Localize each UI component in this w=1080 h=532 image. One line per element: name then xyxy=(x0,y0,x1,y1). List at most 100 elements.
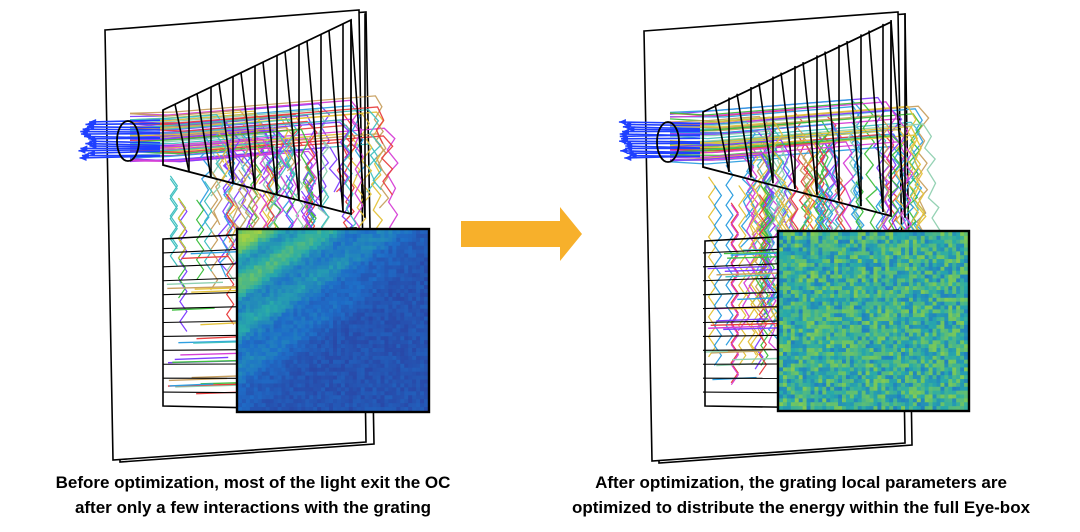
energy-cell xyxy=(388,332,393,337)
energy-cell xyxy=(281,363,287,369)
energy-cell xyxy=(818,313,823,318)
energy-cell xyxy=(388,395,393,400)
energy-cell xyxy=(885,270,890,276)
energy-cell xyxy=(376,312,382,318)
energy-cell xyxy=(372,363,378,369)
energy-cell xyxy=(238,292,243,298)
energy-cell xyxy=(853,313,859,318)
energy-cell xyxy=(905,402,910,407)
energy-cell xyxy=(424,312,428,318)
energy-cell xyxy=(893,239,898,245)
energy-cell xyxy=(924,309,930,314)
energy-cell xyxy=(329,300,334,306)
energy-cell xyxy=(834,332,839,338)
grating-line xyxy=(714,104,730,172)
energy-cell xyxy=(400,277,405,282)
energy-cell xyxy=(257,348,263,353)
energy-cell xyxy=(948,390,953,396)
energy-cell xyxy=(853,247,859,252)
energy-cell xyxy=(336,277,342,282)
energy-cell xyxy=(782,309,788,314)
energy-cell xyxy=(916,336,922,341)
energy-cell xyxy=(257,367,263,373)
energy-cell xyxy=(873,344,879,349)
energy-cell xyxy=(277,359,283,365)
energy-cell xyxy=(956,266,961,272)
energy-cell xyxy=(348,312,354,318)
energy-cell xyxy=(869,266,875,272)
energy-cell xyxy=(352,348,358,353)
energy-cell xyxy=(238,403,243,408)
energy-cell xyxy=(814,367,819,372)
energy-cell xyxy=(281,300,287,306)
energy-cell xyxy=(321,371,326,377)
energy-cell xyxy=(952,355,957,361)
energy-cell xyxy=(881,321,886,326)
energy-cell xyxy=(408,292,413,298)
energy-cell xyxy=(253,277,259,282)
energy-cell xyxy=(853,386,859,392)
energy-cell xyxy=(301,292,306,298)
energy-cell xyxy=(893,371,898,376)
energy-cell xyxy=(779,293,784,299)
energy-cell xyxy=(412,292,417,298)
energy-cell xyxy=(241,308,247,314)
energy-cell xyxy=(873,301,879,307)
energy-cell xyxy=(924,286,930,291)
energy-cell xyxy=(257,277,263,282)
energy-cell xyxy=(779,297,784,303)
energy-cell xyxy=(396,253,401,259)
energy-cell xyxy=(293,403,298,408)
energy-cell xyxy=(289,257,295,263)
energy-cell xyxy=(368,304,374,310)
energy-cell xyxy=(400,379,405,385)
energy-cell xyxy=(404,320,409,326)
energy-cell xyxy=(830,375,835,380)
energy-cell xyxy=(806,355,812,361)
energy-cell xyxy=(912,278,918,283)
energy-cell xyxy=(869,340,875,345)
energy-cell xyxy=(336,316,342,322)
energy-cell xyxy=(301,304,306,310)
energy-cell xyxy=(388,379,393,385)
energy-cell xyxy=(404,300,409,306)
energy-cell xyxy=(333,391,338,396)
energy-cell xyxy=(269,316,275,322)
energy-cell xyxy=(834,309,839,314)
energy-cell xyxy=(388,399,393,404)
energy-cell xyxy=(269,324,275,329)
energy-cell xyxy=(834,282,839,287)
energy-cell xyxy=(908,344,914,349)
energy-cell xyxy=(936,232,942,237)
energy-cell xyxy=(257,241,263,247)
energy-cell xyxy=(881,278,886,283)
energy-cell xyxy=(364,257,370,263)
ray-path xyxy=(669,157,756,332)
energy-cell xyxy=(249,312,255,318)
energy-cell xyxy=(814,259,819,264)
energy-cell xyxy=(238,233,243,239)
energy-cell xyxy=(261,367,267,373)
energy-cell xyxy=(869,390,875,396)
energy-cell xyxy=(301,336,306,341)
energy-cell xyxy=(912,321,918,326)
energy-cell xyxy=(245,336,251,341)
energy-cell xyxy=(861,351,867,357)
energy-cell xyxy=(901,336,906,341)
energy-cell xyxy=(400,359,405,365)
energy-cell xyxy=(396,261,401,267)
energy-cell xyxy=(408,395,413,400)
energy-cell xyxy=(948,348,953,353)
energy-cell xyxy=(305,285,310,290)
energy-cell xyxy=(822,371,827,376)
energy-cell xyxy=(321,273,326,278)
energy-cell xyxy=(901,313,906,318)
ray-path xyxy=(669,115,770,343)
energy-cell xyxy=(376,355,382,361)
energy-cell xyxy=(416,300,421,306)
energy-cell xyxy=(845,290,851,295)
energy-cell xyxy=(265,265,271,270)
energy-cell xyxy=(404,359,409,365)
beam-arrowhead xyxy=(89,143,97,149)
energy-cell xyxy=(790,363,796,369)
